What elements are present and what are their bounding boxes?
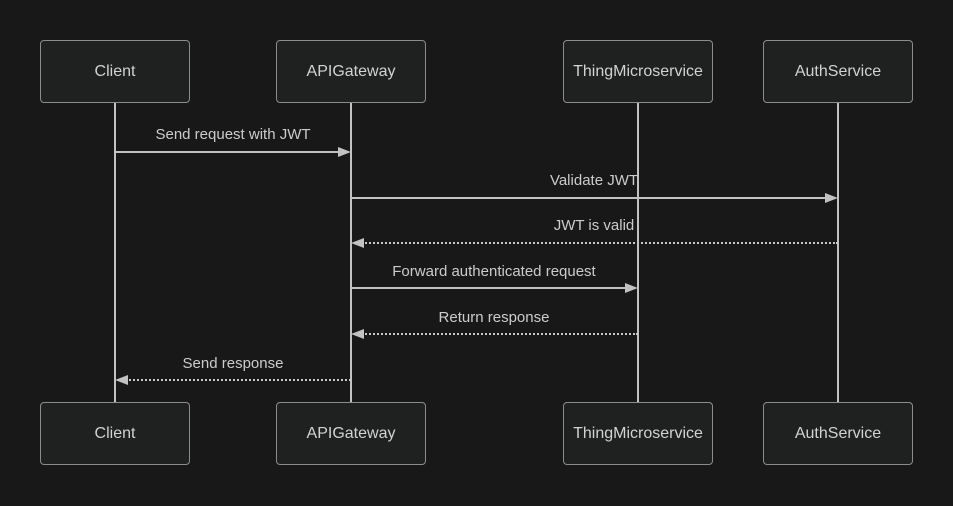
message-2-arrowhead-icon — [825, 193, 838, 203]
actor-label-auth-service: AuthService — [794, 424, 882, 442]
message-1-arrow-line — [115, 151, 340, 153]
actor-label-thing-microservice: ThingMicroservice — [573, 424, 703, 442]
lifeline-client — [114, 103, 116, 402]
actor-label-client: Client — [94, 62, 136, 80]
message-5-arrow-line — [362, 333, 638, 335]
message-2-arrow-line — [351, 197, 827, 199]
message-4-arrowhead-icon — [625, 283, 638, 293]
message-5-arrowhead-icon — [351, 329, 364, 339]
lifeline-auth-service — [837, 103, 839, 402]
actor-box-thing-microservice-top: ThingMicroservice — [563, 40, 713, 103]
message-5-label: Return response — [438, 309, 550, 326]
actor-box-auth-service-top: AuthService — [763, 40, 913, 103]
message-6-label: Send response — [182, 355, 284, 372]
message-1-label: Send request with JWT — [155, 126, 311, 143]
message-3-arrowhead-icon — [351, 238, 364, 248]
actor-label-client: Client — [94, 424, 136, 442]
actor-box-client-top: Client — [40, 40, 190, 103]
message-4-label: Forward authenticated request — [392, 263, 596, 280]
message-6-arrow-line — [126, 379, 351, 381]
actor-box-thing-microservice-bottom: ThingMicroservice — [563, 402, 713, 465]
actor-box-api-gateway-top: APIGateway — [276, 40, 426, 103]
actor-box-auth-service-bottom: AuthService — [763, 402, 913, 465]
actor-label-auth-service: AuthService — [794, 62, 882, 80]
actor-box-client-bottom: Client — [40, 402, 190, 465]
actor-label-thing-microservice: ThingMicroservice — [573, 62, 703, 80]
actor-label-api-gateway: APIGateway — [306, 62, 396, 80]
actor-box-api-gateway-bottom: APIGateway — [276, 402, 426, 465]
message-3-arrow-line — [362, 242, 838, 244]
message-2-label: Validate JWT — [549, 172, 639, 189]
message-3-label: JWT is valid — [553, 217, 635, 234]
message-6-arrowhead-icon — [115, 375, 128, 385]
message-1-arrowhead-icon — [338, 147, 351, 157]
lifeline-thing-microservice — [637, 103, 639, 402]
lifeline-api-gateway — [350, 103, 352, 402]
actor-label-api-gateway: APIGateway — [306, 424, 396, 442]
message-4-arrow-line — [351, 287, 627, 289]
